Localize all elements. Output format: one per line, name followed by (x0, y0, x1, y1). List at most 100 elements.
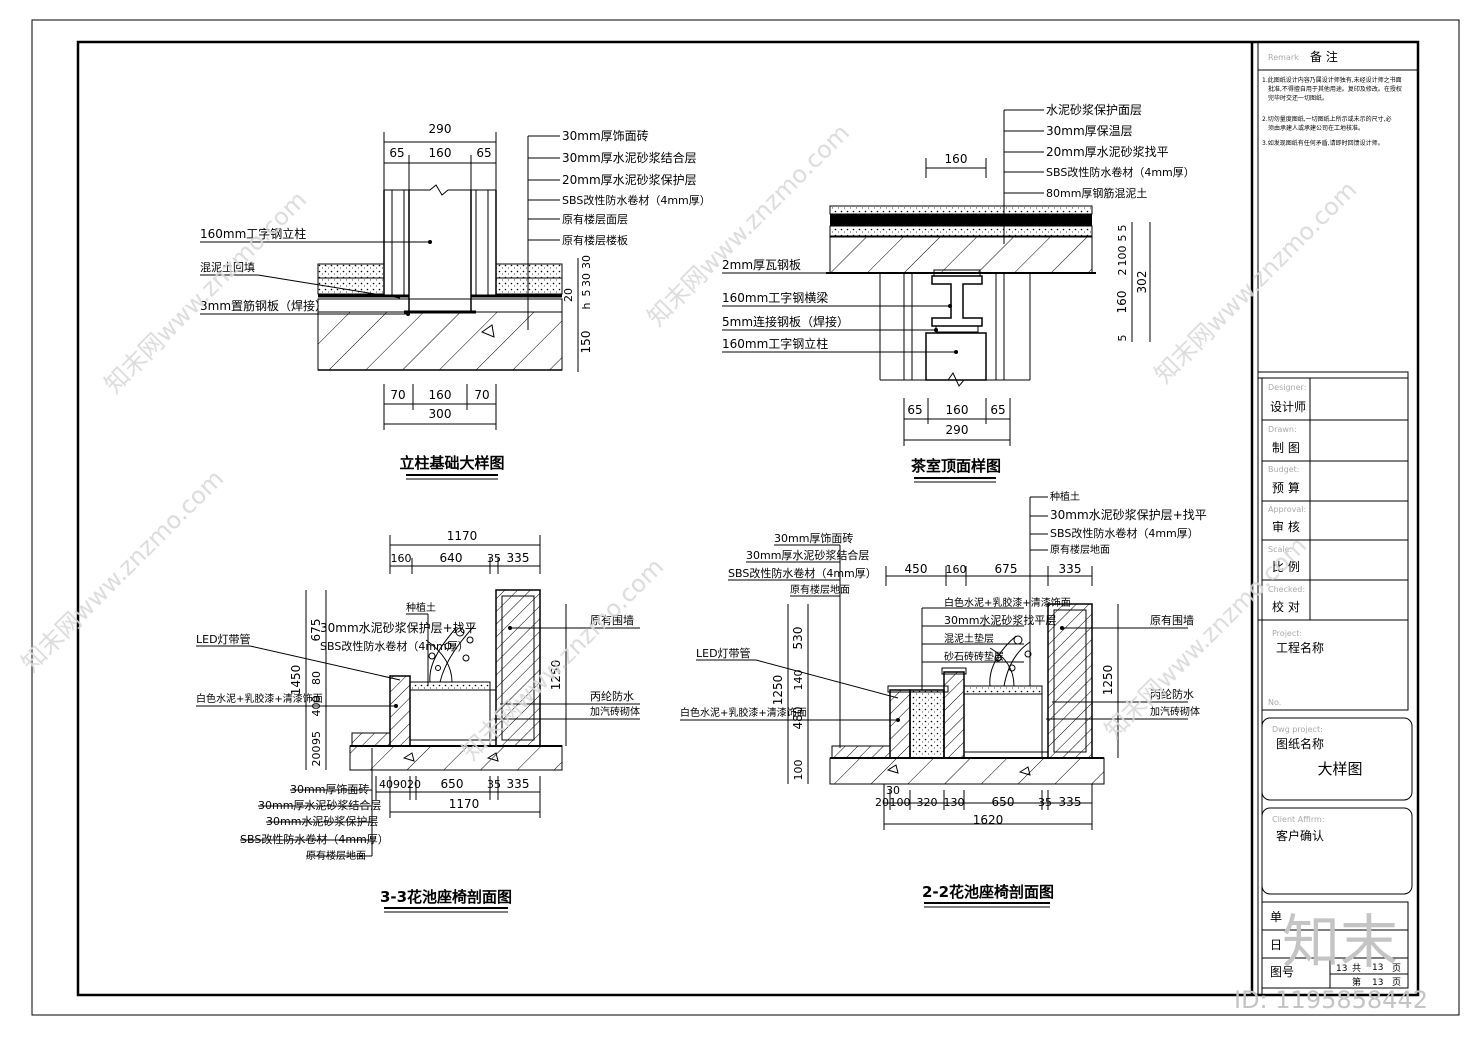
tb-sheet-no: 13 (1336, 964, 1347, 974)
d2-title: 茶室顶面样图 (911, 457, 1001, 475)
d1-dim-r-20: 20 (562, 288, 575, 302)
tb-client-en: Client Affirm: (1272, 815, 1325, 824)
d4-dim-r-1250: 1250 (1101, 665, 1115, 696)
detail-planter-3-3: 1170 160 640 35 335 (196, 529, 640, 913)
d4-dim-b-35: 35 (1038, 796, 1052, 809)
tb-total-label: 共 (1352, 963, 1361, 974)
d4-dim-top-160: 160 (946, 563, 967, 576)
d3-bottom-4: SBS改性防水卷材（4mm厚） (240, 832, 389, 846)
note-4: 2.切勿量度图纸,一切图纸上所示或未示的尺寸,必 (1262, 115, 1392, 123)
d2-layer-5: 80mm厚钢筋混泥土 (1046, 186, 1147, 200)
d3-dim-top-1170: 1170 (447, 529, 478, 543)
detail-column-foundation: 290 65 160 65 30mm厚饰面砖 (200, 122, 711, 480)
tb-current-value: 13 (1372, 978, 1383, 988)
d4-dim-b-100: 100 (890, 796, 911, 809)
d3-dim-r-1250: 1250 (549, 660, 563, 691)
watermark-id: ID: 1195858442 (1234, 986, 1428, 1014)
d1-dim-top-160: 160 (429, 146, 452, 160)
watermark-1: 知末网www.znzmo.com (99, 186, 312, 399)
d3-label-wall: 原有围墙 (590, 613, 634, 627)
d3-title: 3-3花池座椅剖面图 (380, 888, 512, 906)
note-5: 须由承建人或承建公司在工地核准。 (1268, 124, 1364, 132)
watermarks: 知末网www.znzmo.com 知末网www.znzmo.com 知末网www… (16, 119, 1362, 766)
tb-drawn-en: Drawn: (1268, 425, 1297, 434)
tb-budget-cn: 预 算 (1272, 480, 1300, 495)
tb-date-label: 日 (1270, 938, 1282, 952)
tb-project-no: No. (1268, 698, 1281, 707)
watermark-3: 知末网www.znzmo.com (1149, 176, 1362, 389)
detail-teahouse-roof: 160 水泥砂浆保护面层 30mm厚保温层 20mm厚水泥砂浆找平 SBS改性防… (722, 102, 1195, 483)
d2-dim-b-290: 290 (946, 423, 969, 437)
tb-current-label: 第 (1352, 976, 1361, 988)
tb-designer-en: Designer: (1268, 383, 1306, 392)
tb-project-cn: 工程名称 (1276, 640, 1324, 655)
d1-label-backfill: 混泥土回填 (200, 260, 255, 274)
d1-dim-top-290: 290 (429, 122, 452, 136)
note-6: 3.如发现图纸有任何矛盾,请即时回馈设计师。 (1262, 139, 1384, 147)
d4-dim-l-480: 480 (791, 707, 805, 730)
tb-scale-cn: 比 例 (1272, 560, 1300, 574)
d3-dim-l-200: 200 (310, 746, 323, 767)
d1-dim-r-30b: 30 (580, 273, 593, 287)
d4-label-finish: 白色水泥+乳胶漆+清漆饰面 (680, 706, 807, 719)
watermark-logo: 知末 (1282, 908, 1398, 976)
tb-approval-cn: 审 核 (1272, 519, 1300, 534)
d3-dim-top-35: 35 (487, 552, 501, 565)
d1-layer-1: 30mm厚饰面砖 (562, 128, 649, 143)
d1-dim-b-160: 160 (429, 388, 452, 402)
d2-layer-3: 20mm厚水泥砂浆找平 (1046, 144, 1169, 159)
d4-title: 2-2花池座椅剖面图 (922, 883, 1054, 901)
tb-drawn-cn: 制 图 (1272, 441, 1300, 455)
d2-label-column: 160mm工字钢立柱 (722, 336, 828, 351)
d4-dim-b-1620: 1620 (973, 813, 1004, 827)
outer-border (31, 19, 1460, 1016)
d2-dim-r-5c: 5 (1116, 335, 1129, 342)
d3-dim-b-35: 35 (487, 778, 501, 791)
d2-dim-r-5b: 5 (1116, 235, 1129, 242)
d3-dim-l-80: 80 (310, 671, 323, 685)
d3-dim-top-335: 335 (507, 551, 530, 565)
d4-dim-b-335: 335 (1059, 795, 1082, 809)
d4-dim-top-675: 675 (995, 562, 1018, 576)
d2-label-plate: 5mm连接钢板（焊接） (722, 314, 849, 329)
title-block: Remark 备 注 1.此图纸设计内容乃属设计师独有,未经设计师之书面 批准,… (1250, 42, 1418, 995)
tb-checked-cn: 校 对 (1272, 599, 1300, 614)
d3-dim-l-675: 675 (309, 619, 323, 642)
d1-dim-r-150: 150 (579, 331, 593, 354)
d1-dim-b-300: 300 (429, 407, 452, 421)
tb-scale-en: Scale: (1268, 545, 1292, 554)
d4-dim-top-335: 335 (1059, 562, 1082, 576)
d3-dim-b-40: 40 (379, 778, 393, 791)
d4-inner-4: 砂石砖砖垫层 (944, 650, 1004, 663)
tb-page-label-2: 页 (1392, 977, 1401, 988)
d4-dim-b-20: 20 (875, 796, 889, 809)
d3-bottom-5: 原有楼层地面 (306, 849, 366, 862)
d4-dim-b-130: 130 (944, 796, 965, 809)
watermark-5: 知末网www.znzmo.com (456, 553, 669, 766)
d2-dim-b-65a: 65 (907, 403, 922, 417)
d1-dim-b-70a: 70 (390, 388, 405, 402)
d4-label-led: LED灯带管 (696, 646, 751, 660)
d4-left-layer-2: 30mm厚水泥砂浆结合层 (746, 548, 869, 562)
d2-label-tile: 2mm厚瓦钢板 (722, 258, 801, 272)
d3-label-pp: 丙纶防水 (590, 689, 634, 703)
d4-inner-1: 白色水泥+乳胶漆+清漆饰面 (944, 596, 1071, 609)
d4-label-wall: 原有围墙 (1150, 613, 1194, 627)
tb-total-value: 13 (1372, 963, 1383, 973)
d1-layer-4: SBS改性防水卷材（4mm厚） (562, 193, 711, 207)
d3-bottom-2: 30mm厚水泥砂浆结合层 (258, 798, 381, 812)
tb-designer-cn: 设计师 (1270, 400, 1306, 414)
d1-dim-top-65a: 65 (389, 146, 404, 160)
d2-dim-r-5a: 5 (1116, 225, 1129, 232)
tb-dwg-en: Dwg project: (1272, 725, 1323, 734)
d3-dim-l-1450: 1450 (289, 665, 303, 696)
d2-layer-2: 30mm厚保温层 (1046, 124, 1133, 138)
d1-layer-3: 20mm厚水泥砂浆保护层 (562, 172, 697, 187)
detail-planter-2-2: 450 160 675 335 种 (680, 490, 1207, 908)
d1-label-column: 160mm工字钢立柱 (200, 226, 306, 241)
tb-client-cn: 客户确认 (1276, 828, 1324, 843)
d1-dim-r-30a: 30 (580, 255, 593, 269)
tb-dwg-cn: 图纸名称 (1276, 736, 1324, 751)
d2-dim-b-65b: 65 (990, 403, 1005, 417)
tb-budget-en: Budget: (1268, 465, 1299, 474)
